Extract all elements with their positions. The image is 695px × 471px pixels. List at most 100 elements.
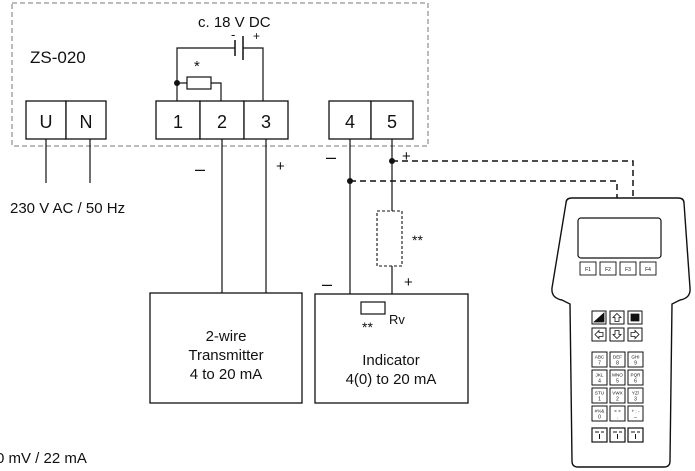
- keypad-key[interactable]: [591, 405, 608, 422]
- rv-label: Rv: [389, 312, 405, 327]
- transmitter-line-2: Transmitter: [188, 347, 263, 364]
- keypad-key-letters: PQR: [631, 373, 642, 378]
- transmitter-wires: [221, 139, 267, 293]
- keypad-key[interactable]: [591, 369, 608, 386]
- function-key-f4[interactable]: [639, 261, 657, 276]
- internal-resistor: [177, 76, 222, 101]
- keypad-key-letters: + : -: [631, 409, 640, 414]
- keypad-key[interactable]: [627, 369, 644, 386]
- keypad-key-digit: .: [617, 415, 618, 421]
- rv-mark: **: [362, 319, 373, 335]
- terminal-2: 2: [217, 112, 227, 132]
- keypad-key-digit: 9: [634, 361, 637, 367]
- arrow-left-icon[interactable]: [591, 327, 607, 342]
- transmitter-line-1: 2-wire: [206, 328, 247, 345]
- shift-right-icon-glyph: [631, 431, 640, 439]
- arrow-down-icon-glyph: [612, 330, 622, 340]
- terminal-4: 4: [345, 112, 355, 132]
- indicator-box: [314, 293, 469, 404]
- keypad-key-digit: 8: [616, 361, 619, 367]
- function-key-f2[interactable]: [599, 261, 617, 276]
- keypad-key[interactable]: [609, 351, 626, 368]
- arrow-up-icon[interactable]: [609, 310, 625, 325]
- polarity-t4: –: [326, 147, 336, 167]
- keypad-key-letters: VWX: [612, 391, 622, 396]
- keypad-key-digit: 5: [616, 379, 619, 385]
- indicator-minus: –: [322, 274, 332, 294]
- communicator-connection: [350, 160, 634, 203]
- terminal-5: 5: [387, 112, 397, 132]
- arrow-left-icon-glyph: [594, 329, 604, 340]
- keypad-key[interactable]: [609, 387, 626, 404]
- keypad-key[interactable]: [591, 387, 608, 404]
- terminal-1: 1: [173, 112, 183, 132]
- optional-resistor-mark: **: [412, 232, 423, 248]
- keypad-key-digit: 6: [634, 379, 637, 385]
- keypad-key[interactable]: [627, 351, 644, 368]
- keypad-key[interactable]: [591, 351, 608, 368]
- device-enclosure: [11, 2, 429, 147]
- arrow-down-icon[interactable]: [609, 327, 625, 342]
- keypad-key-letters: JKL: [596, 373, 604, 378]
- function-key-label: F4: [645, 267, 651, 273]
- dc-supply-battery: [176, 36, 264, 101]
- dc-supply-label: c. 18 V DC: [198, 14, 271, 31]
- hotkey-icon-glyph: [630, 313, 640, 322]
- function-key-f1[interactable]: [579, 261, 597, 276]
- keypad-key-letters: STU: [595, 391, 604, 396]
- keypad-key-digit: 7: [598, 361, 601, 367]
- dc-minus-sign: -: [231, 27, 235, 42]
- terminal-3: 3: [261, 112, 271, 132]
- function-key-label: F3: [625, 267, 631, 273]
- ac-supply-label: 230 V AC / 50 Hz: [10, 200, 125, 217]
- keypad-key-letters: MNO: [612, 373, 623, 378]
- function-key-f3[interactable]: [619, 261, 637, 276]
- terminal-u: U: [40, 112, 53, 132]
- transmitter-line-3: 4 to 20 mA: [190, 366, 263, 383]
- keypad-key-digit: 2: [616, 397, 619, 403]
- mains-wires: [45, 139, 91, 183]
- keypad-key-letters: < >: [614, 409, 621, 414]
- indicator-line-1: Indicator: [362, 352, 420, 369]
- keypad-key-letters: GHI: [631, 355, 639, 360]
- arrow-right-icon[interactable]: [627, 327, 643, 342]
- keypad-key-digit: 3: [634, 397, 637, 403]
- dc-plus-sign: +: [253, 29, 260, 43]
- power-icon-glyph: [592, 312, 605, 323]
- resistor-mark: *: [194, 58, 200, 75]
- shift-left-icon-glyph: [595, 431, 604, 439]
- keypad-key-digit: –: [634, 415, 637, 421]
- communicator-screen: [577, 217, 662, 259]
- mains-terminal-block: [25, 100, 107, 140]
- function-key-label: F1: [585, 267, 591, 273]
- keypad-key-digit: 0: [598, 415, 601, 421]
- function-key-label: F2: [605, 267, 611, 273]
- polarity-t2: –: [195, 159, 205, 179]
- device-name: ZS-020: [30, 48, 86, 67]
- keypad-key-letters: DEF: [613, 355, 622, 360]
- rv-resistor: [360, 301, 386, 315]
- keypad-key-letters: #%&: [595, 409, 605, 414]
- keypad-key[interactable]: [627, 405, 644, 422]
- output-terminal-block: [328, 100, 414, 140]
- optional-resistor: [376, 210, 403, 267]
- arrow-up-icon-glyph: [612, 312, 622, 322]
- keypad-key-letters: YZ/: [632, 391, 640, 396]
- transmitter-box: [149, 292, 303, 404]
- polarity-t3: +: [276, 158, 285, 175]
- keypad-key[interactable]: [609, 405, 626, 422]
- indicator-plus: +: [404, 274, 413, 291]
- loop-terminal-block: [155, 100, 289, 140]
- keypad-key-digit: 4: [598, 379, 601, 385]
- junction-dot: [174, 80, 180, 86]
- arrow-right-icon-glyph: [630, 329, 640, 340]
- polarity-t5: +: [402, 148, 411, 165]
- keypad-key[interactable]: [627, 387, 644, 404]
- shift-center-icon-glyph: [613, 431, 622, 439]
- footnote-text: 0 mV / 22 mA: [0, 450, 87, 467]
- keypad-key[interactable]: [609, 369, 626, 386]
- terminal-n: N: [80, 112, 93, 132]
- keypad-key-letters: ABC: [595, 355, 605, 360]
